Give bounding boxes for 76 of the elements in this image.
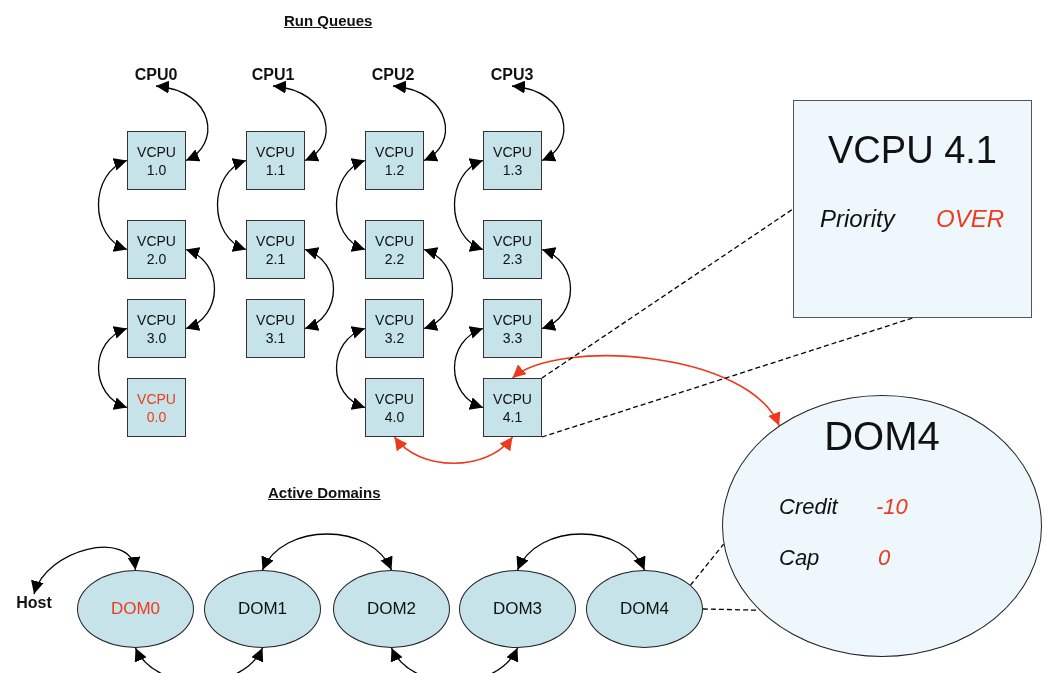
- section-heading: Active Domains: [268, 484, 381, 501]
- vcpu-box: [127, 220, 186, 279]
- arrow: [390, 647, 519, 673]
- vcpu-box: [246, 131, 305, 190]
- domain-name: DOM1: [237, 599, 288, 619]
- vcpu-name: VCPU 4.1: [492, 389, 533, 426]
- cpu-label: CPU1: [243, 66, 303, 86]
- vcpu-name: VCPU 1.2: [374, 142, 415, 179]
- arrow: [335, 159, 366, 251]
- arrow: [134, 647, 264, 673]
- panel-title: VCPU 4.1: [827, 129, 998, 172]
- domain-name: DOM4: [619, 599, 670, 619]
- vcpu-name: VCPU 2.1: [255, 231, 296, 268]
- arrow: [261, 533, 393, 571]
- section-heading: Run Queues: [284, 12, 373, 29]
- vcpu-box: [483, 220, 542, 279]
- cpu-label: CPU0: [126, 66, 186, 86]
- vcpu-box: [127, 131, 186, 190]
- field-value: -10: [876, 494, 908, 520]
- field-value: 0: [878, 545, 891, 571]
- arrow: [97, 159, 128, 251]
- vcpu-box: [365, 378, 424, 437]
- arrow: [423, 248, 454, 330]
- field-name: Credit: [779, 494, 838, 520]
- domain-name: DOM0: [110, 599, 161, 619]
- arrow: [541, 248, 572, 330]
- cpu-label: CPU2: [363, 66, 423, 86]
- arrow: [453, 159, 484, 251]
- arrow: [511, 355, 780, 427]
- arrow: [155, 81, 209, 162]
- vcpu-box: [127, 299, 186, 358]
- vcpu-name: VCPU 1.0: [136, 142, 177, 179]
- vcpu-box: [483, 378, 542, 437]
- vcpu-name: VCPU 0.0: [136, 389, 177, 426]
- vcpu-name: VCPU 4.0: [374, 389, 415, 426]
- arrow: [453, 327, 484, 409]
- cpu-label: CPU3: [482, 66, 542, 86]
- vcpu-name: VCPU 1.1: [255, 142, 296, 179]
- vcpu-name: VCPU 2.2: [374, 231, 415, 268]
- arrow: [335, 327, 366, 409]
- vcpu-box: [246, 220, 305, 279]
- vcpu-box: [483, 131, 542, 190]
- arrow: [32, 546, 138, 595]
- detail-panel: [793, 100, 1032, 318]
- leader-line: [541, 317, 914, 438]
- arrow: [304, 248, 335, 330]
- vcpu-name: VCPU 3.3: [492, 310, 533, 347]
- leader-line: [541, 208, 794, 379]
- ellipse-title: DOM4: [823, 414, 941, 459]
- vcpu-box: [365, 299, 424, 358]
- field-value: OVER: [936, 205, 1004, 233]
- vcpu-name: VCPU 3.0: [136, 310, 177, 347]
- vcpu-box: [365, 131, 424, 190]
- vcpu-box: [127, 378, 186, 437]
- vcpu-box: [483, 299, 542, 358]
- arrow: [216, 159, 247, 251]
- field-name: Cap: [779, 545, 820, 571]
- field-name: Priority: [820, 205, 895, 233]
- arrow: [511, 81, 565, 162]
- vcpu-box: [365, 220, 424, 279]
- arrow: [393, 436, 514, 465]
- vcpu-name: VCPU 2.0: [136, 231, 177, 268]
- arrow: [185, 248, 216, 330]
- arrow: [516, 533, 646, 571]
- vcpu-box: [246, 299, 305, 358]
- arrow: [392, 81, 447, 162]
- arrow: [97, 327, 128, 409]
- domain-name: DOM3: [492, 599, 543, 619]
- vcpu-name: VCPU 3.1: [255, 310, 296, 347]
- arrow: [272, 81, 327, 162]
- vcpu-name: VCPU 3.2: [374, 310, 415, 347]
- domain-name: DOM2: [366, 599, 417, 619]
- leader-line: [689, 543, 725, 586]
- vcpu-name: VCPU 2.3: [492, 231, 533, 268]
- host-label: Host: [8, 594, 60, 614]
- vcpu-name: VCPU 1.3: [492, 142, 533, 179]
